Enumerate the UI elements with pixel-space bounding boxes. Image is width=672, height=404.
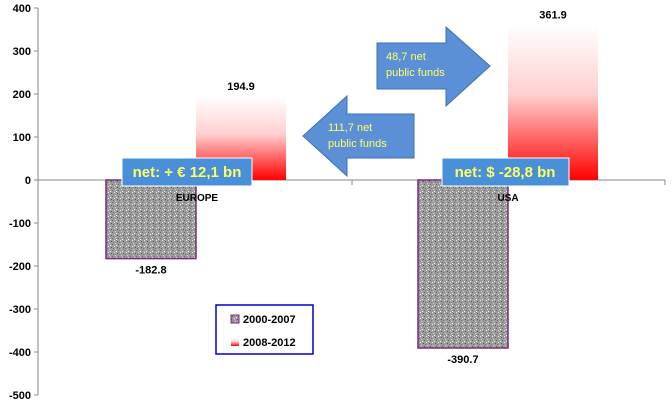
y-tick-label: -500 bbox=[9, 390, 31, 402]
y-tick-label: 300 bbox=[13, 46, 31, 58]
net-usa-label: net: $ -28,8 bn bbox=[455, 164, 556, 181]
legend-label-2008-2012: 2008-2012 bbox=[243, 337, 296, 349]
legend-swatch-2000-2007 bbox=[230, 314, 240, 324]
y-tick-label: 400 bbox=[13, 3, 31, 15]
category-labels: EUROPE USA bbox=[176, 193, 519, 204]
arrow-left-europe: 111,7 net public funds bbox=[302, 94, 415, 178]
bar-2000-2007-europe bbox=[105, 179, 197, 260]
legend-swatch-2008-2012 bbox=[231, 338, 239, 346]
category-label-europe: EUROPE bbox=[176, 193, 219, 204]
data-label: -182.8 bbox=[135, 265, 166, 277]
arrow-right-line-2: public funds bbox=[386, 67, 445, 79]
bar-2008-2012-usa bbox=[508, 24, 598, 181]
y-tick-label: -100 bbox=[9, 218, 31, 230]
y-tick-label: 200 bbox=[13, 89, 31, 101]
net-box-usa: net: $ -28,8 bn bbox=[441, 157, 570, 187]
y-tick-label: -400 bbox=[9, 347, 31, 359]
net-box-europe: net: + € 12,1 bn bbox=[121, 157, 253, 187]
legend-label-2000-2007: 2000-2007 bbox=[243, 314, 296, 326]
data-label: -390.7 bbox=[447, 354, 478, 366]
bar-2000-2007-usa bbox=[417, 179, 509, 349]
y-tick-label: 0 bbox=[25, 175, 31, 187]
bars: -182.8 -390.7 194.9 361.9 bbox=[105, 9, 598, 366]
arrow-left-line-2: public funds bbox=[328, 138, 387, 150]
data-label: 194.9 bbox=[227, 81, 255, 93]
net-europe-label: net: + € 12,1 bn bbox=[133, 164, 242, 181]
category-label-usa: USA bbox=[497, 193, 518, 204]
arrow-right-usa: 48,7 net public funds bbox=[376, 25, 491, 108]
data-label: 361.9 bbox=[539, 9, 567, 21]
y-tick-label: -200 bbox=[9, 261, 31, 273]
y-tick-label: 100 bbox=[13, 132, 31, 144]
y-tick-label: -300 bbox=[9, 304, 31, 316]
arrow-left-line-1: 111,7 net bbox=[328, 122, 372, 134]
legend: 2000-2007 2008-2012 bbox=[215, 304, 314, 355]
arrow-right-line-1: 48,7 net bbox=[386, 51, 426, 63]
